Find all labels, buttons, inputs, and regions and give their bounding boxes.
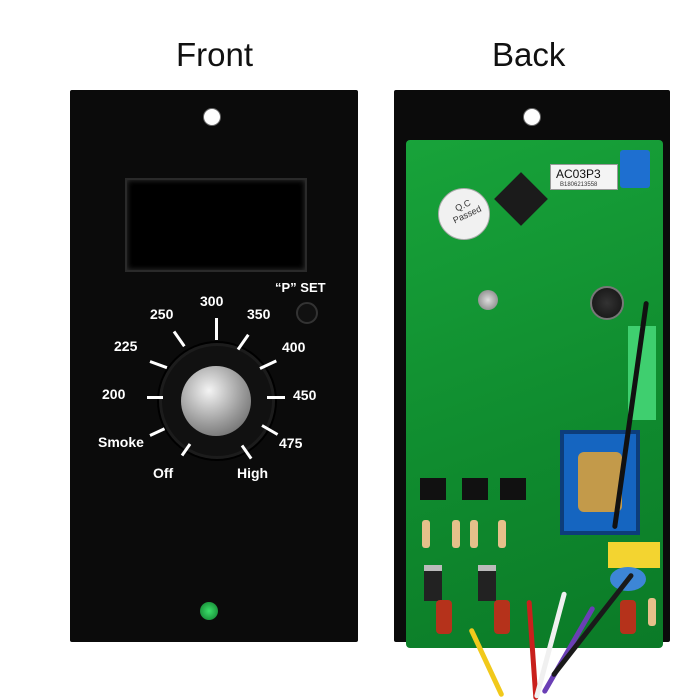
capacitor: [478, 290, 498, 310]
dial-label-200: 200: [102, 386, 126, 402]
terminal-block: [620, 150, 650, 188]
dial-label-400: 400: [282, 339, 306, 355]
capacitor: [620, 600, 636, 634]
dial-label-300: 300: [200, 293, 224, 309]
dial-label-475: 475: [279, 435, 303, 451]
resistor: [422, 520, 430, 548]
qc-sticker: [438, 188, 490, 240]
dial-label-high: High: [237, 465, 269, 481]
resistor: [470, 520, 478, 548]
dial-tick: [259, 359, 277, 370]
dial-tick: [267, 396, 285, 399]
capacitor: [436, 600, 452, 634]
lcd-display: [125, 178, 307, 272]
dial-label-350: 350: [247, 306, 271, 322]
relay: [608, 542, 660, 568]
dial-tick: [261, 424, 279, 436]
dial-label-smoke: Smoke: [98, 434, 144, 450]
resistor: [452, 520, 460, 548]
transistor: [424, 565, 442, 601]
pset-button[interactable]: [296, 302, 318, 324]
chip-label-text: AC03P3: [556, 167, 601, 181]
capacitor: [494, 600, 510, 634]
status-led: [200, 602, 218, 620]
dial-label-225: 225: [114, 338, 138, 354]
ic-chip: [420, 478, 446, 500]
dial-label-450: 450: [293, 387, 317, 403]
dial-tick: [215, 318, 218, 340]
dial-label-off: Off: [153, 465, 174, 481]
back-heading: Back: [492, 36, 566, 73]
mounting-hole: [523, 108, 541, 126]
chip-label-sticker: [550, 164, 618, 190]
capacitor: [590, 286, 624, 320]
pset-label: “P” SET: [275, 280, 326, 295]
transistor: [478, 565, 496, 601]
dial-label-250: 250: [150, 306, 174, 322]
dial-tick: [149, 360, 168, 370]
resistor: [648, 598, 656, 626]
dial-knob-cap[interactable]: [181, 366, 251, 436]
dial-tick: [149, 427, 166, 437]
dial-tick: [147, 396, 163, 399]
dial-tick: [180, 443, 192, 457]
resistor: [498, 520, 506, 548]
ic-chip: [500, 478, 526, 500]
ic-chip: [462, 478, 488, 500]
dial-tick: [172, 330, 186, 348]
chip-serial-text: B1806213558: [560, 182, 598, 188]
mounting-hole: [203, 108, 221, 126]
dial-tick: [236, 333, 250, 351]
front-heading: Front: [176, 36, 254, 73]
front-panel: “P” SET 200 225 250 300 350 400 450 475 …: [70, 90, 358, 642]
